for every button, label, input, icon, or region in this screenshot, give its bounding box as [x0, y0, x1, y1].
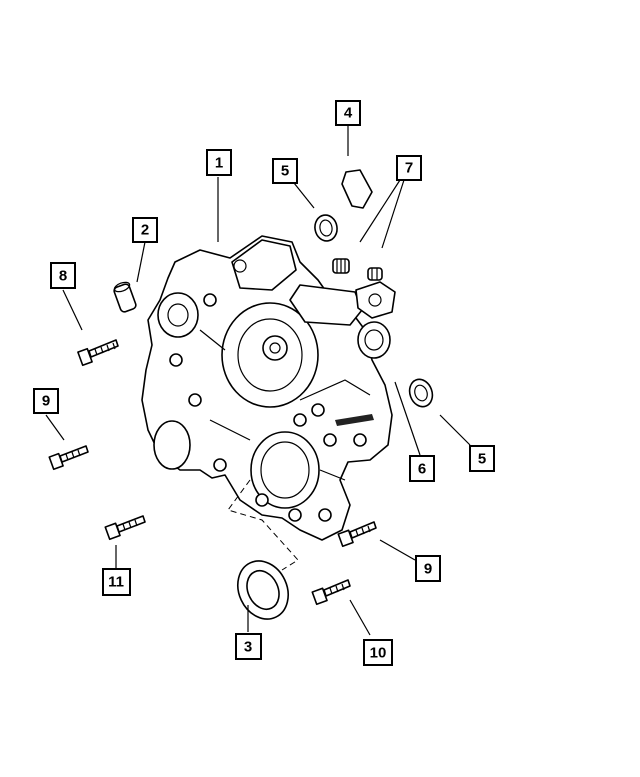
- dowel-sensor: [113, 281, 137, 313]
- callout-5-lower: 5: [469, 445, 495, 472]
- timing-cover: [141, 235, 393, 541]
- callout-3: 3: [235, 633, 262, 660]
- o-ring: [341, 169, 373, 209]
- callout-4: 4: [335, 100, 361, 126]
- callout-10: 10: [363, 639, 393, 666]
- leader-lines: [45, 125, 471, 636]
- svg-text:11: 11: [108, 574, 124, 591]
- water-outlet-housing: [289, 281, 396, 359]
- svg-text:3: 3: [244, 639, 252, 656]
- svg-text:7: 7: [405, 160, 413, 177]
- bolt-8: [77, 339, 119, 367]
- callout-2: 2: [132, 217, 158, 243]
- callout-1: 1: [206, 149, 232, 176]
- svg-text:5: 5: [478, 451, 486, 468]
- svg-text:9: 9: [42, 393, 50, 410]
- seal-upper: [314, 214, 338, 242]
- plug-right: [367, 267, 383, 281]
- seal-lower: [408, 378, 434, 408]
- callout-5-upper: 5: [272, 158, 298, 184]
- callout-9-right: 9: [415, 555, 441, 582]
- callout-8: 8: [50, 262, 76, 289]
- bolt-9-left: [48, 445, 89, 471]
- bolt-10: [311, 579, 351, 606]
- bolt-9-right: [337, 521, 377, 548]
- callout-11: 11: [102, 568, 131, 596]
- svg-text:8: 8: [59, 268, 67, 285]
- svg-text:2: 2: [141, 222, 149, 239]
- svg-text:5: 5: [281, 163, 289, 180]
- callout-6: 6: [409, 455, 435, 482]
- plug-left: [332, 258, 350, 274]
- svg-text:1: 1: [215, 155, 223, 172]
- callout-7: 7: [396, 155, 422, 181]
- bolt-11: [104, 515, 146, 541]
- svg-text:4: 4: [344, 105, 353, 122]
- svg-text:6: 6: [418, 461, 426, 478]
- svg-text:10: 10: [370, 645, 387, 662]
- callout-9-left: 9: [33, 388, 59, 414]
- crankshaft-seal: [227, 479, 299, 620]
- svg-text:9: 9: [424, 561, 432, 578]
